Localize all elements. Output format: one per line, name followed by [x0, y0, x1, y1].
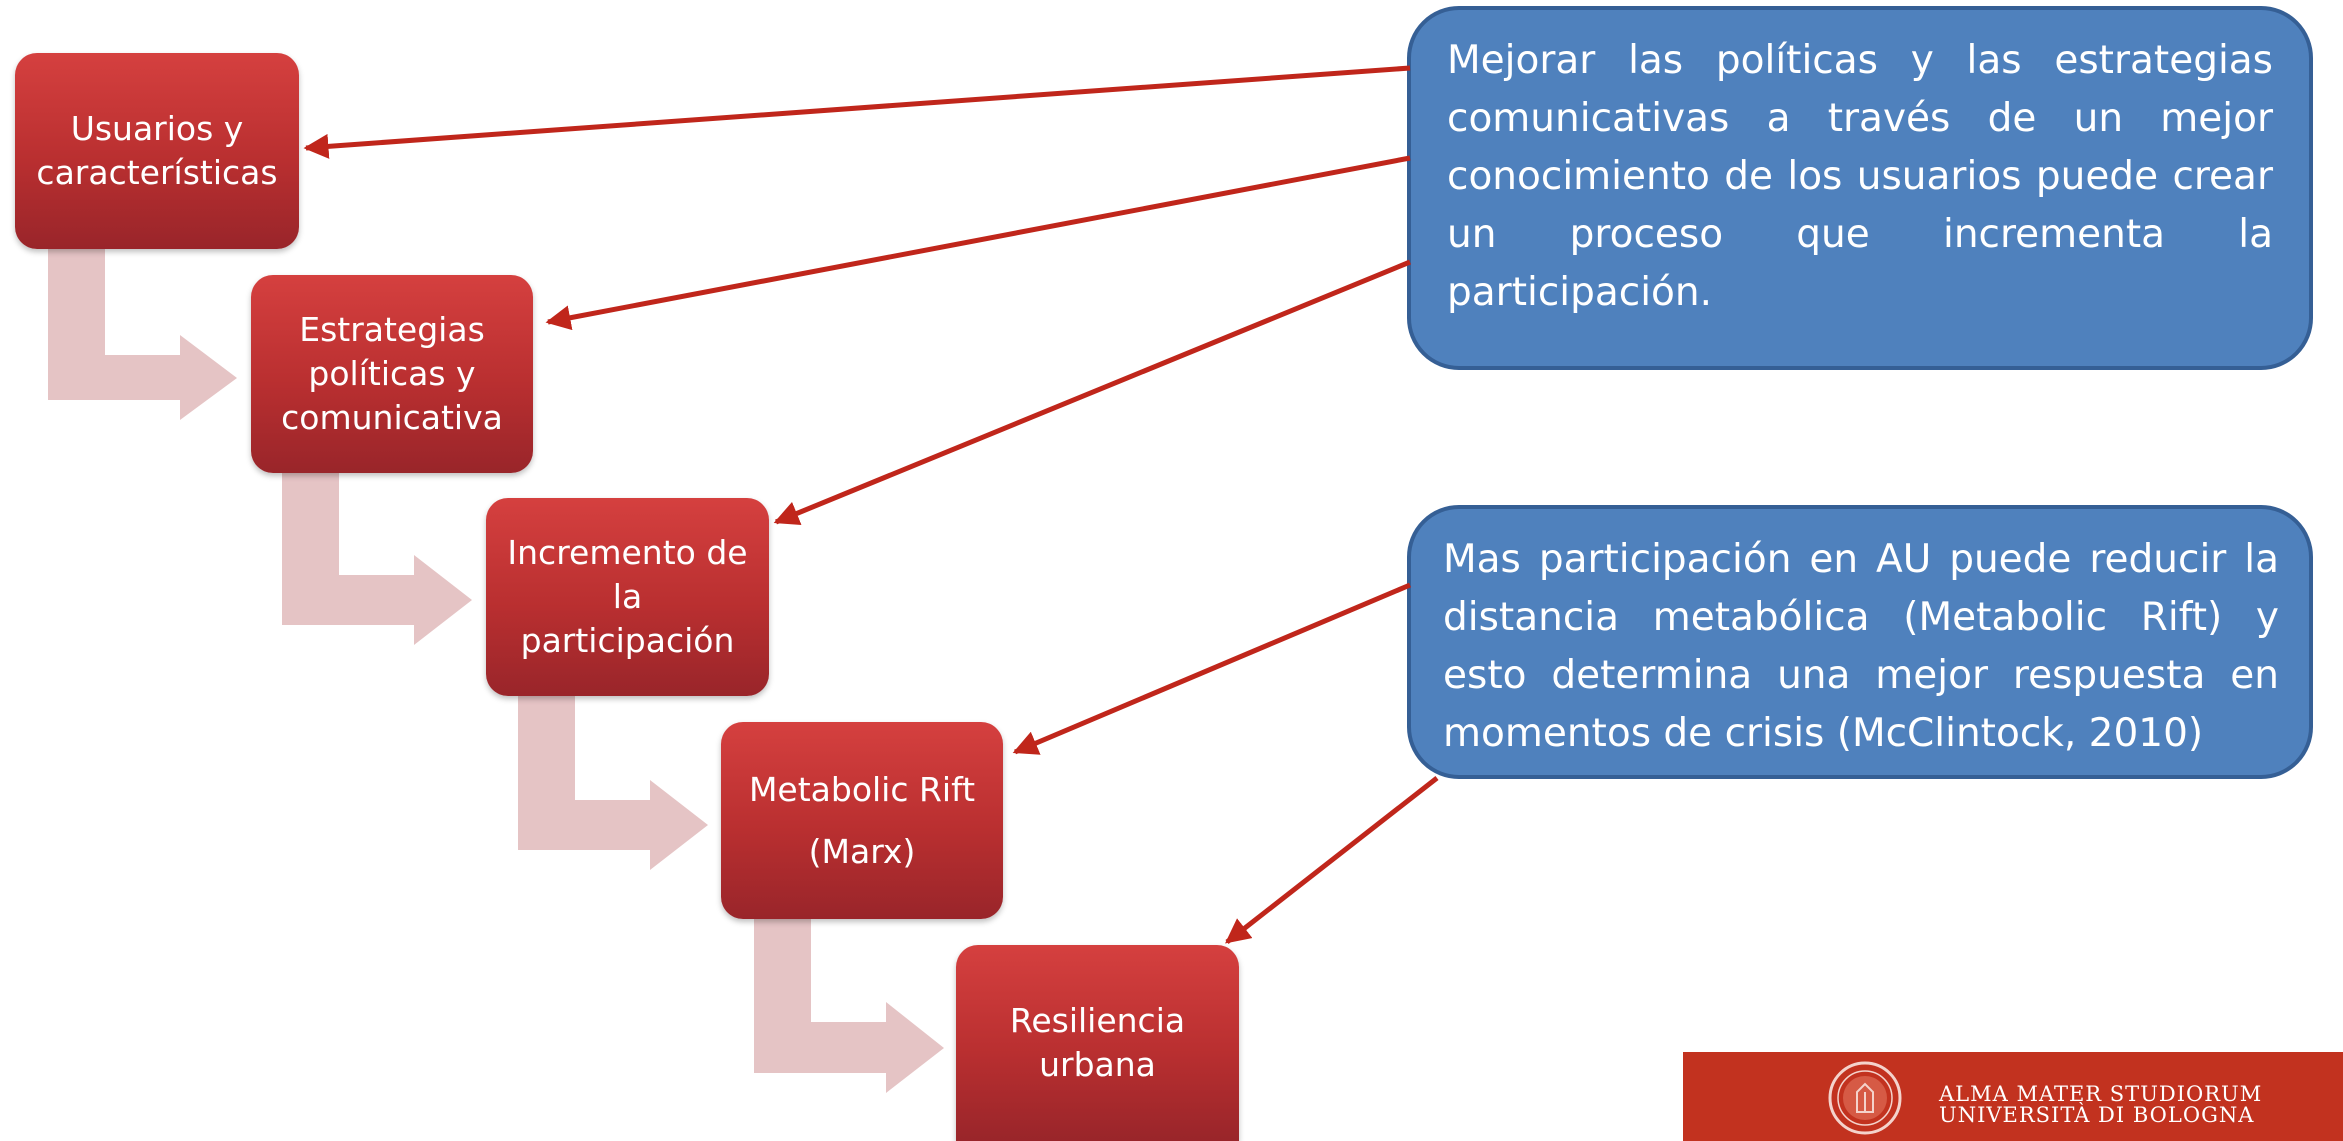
- pointer-arrow-metabolic: [1012, 582, 1411, 755]
- step-estrategias-line-1: Estrategias: [299, 310, 485, 349]
- connector-arrow-2: [282, 468, 472, 645]
- university-name-line-1: ALMA MATER STUDIORUM: [1939, 1082, 2263, 1106]
- step-estrategias: Estrategias políticas y comunicativa: [251, 275, 533, 473]
- step-incremento: Incremento de la participación: [486, 498, 769, 696]
- university-name-line-2: UNIVERSITÀ DI BOLOGNA: [1939, 1103, 2255, 1127]
- pointer-arrow-incremento: [773, 259, 1411, 526]
- university-logo-bar: ALMA MATER STUDIORUM UNIVERSITÀ DI BOLOG…: [1683, 1052, 2343, 1141]
- connector-arrow-3: [518, 690, 708, 870]
- step-resiliencia-line-2: urbana: [1039, 1045, 1156, 1084]
- pointer-arrow-usuarios: [303, 65, 1411, 159]
- callout-participacion: Mas participación en AU puede reducir la…: [1407, 505, 2313, 779]
- callout-participacion-text: Mas participación en AU puede reducir la…: [1443, 537, 2279, 756]
- callout-politicas-text: Mejorar las políticas y las estrategias …: [1447, 38, 2273, 315]
- step-estrategias-line-3: comunicativa: [281, 398, 503, 437]
- step-usuarios: Usuarios y características: [15, 53, 299, 249]
- step-resiliencia-line-1: Resiliencia: [1009, 1001, 1186, 1040]
- step-usuarios-line-2: características: [36, 153, 278, 192]
- step-usuarios-line-1: Usuarios y: [70, 109, 244, 148]
- callout-politicas: Mejorar las políticas y las estrategias …: [1407, 6, 2313, 370]
- pointer-arrow-resiliencia: [1225, 776, 1439, 944]
- step-estrategias-line-2: políticas y: [308, 354, 476, 393]
- step-metabolic-line-1: Metabolic Rift: [748, 769, 976, 809]
- step-metabolic-rift: Metabolic Rift (Marx): [721, 722, 1003, 919]
- step-incremento-line-2: la: [612, 577, 643, 616]
- connector-arrow-4: [754, 915, 944, 1093]
- step-incremento-line-1: Incremento de: [507, 533, 748, 572]
- university-name: ALMA MATER STUDIORUM UNIVERSITÀ DI BOLOG…: [1939, 1084, 2262, 1126]
- step-resiliencia: Resiliencia urbana: [956, 945, 1239, 1141]
- university-seal-icon: [1828, 1061, 1902, 1135]
- connector-arrow-1: [48, 240, 237, 420]
- pointer-arrow-estrategias: [545, 155, 1411, 331]
- step-metabolic-line-2: (Marx): [808, 831, 916, 871]
- step-incremento-line-3: participación: [520, 621, 735, 660]
